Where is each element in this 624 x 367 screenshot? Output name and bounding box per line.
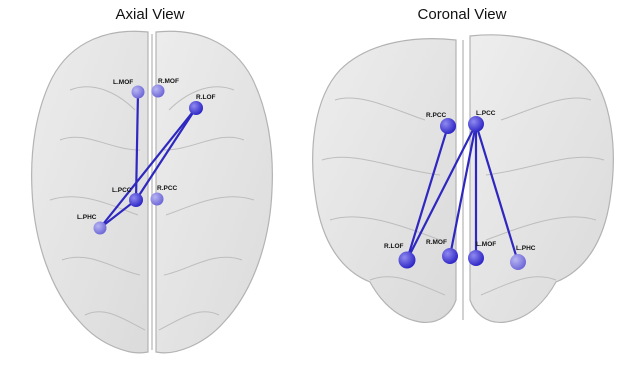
- axial-view-panel: L.MOF R.MOF R.LOF L.PCC R.PCC L.PHC Axial Vie…: [0, 0, 300, 367]
- axial-node-l-pcc: [129, 193, 143, 207]
- coronal-node-label-l-phc: L.PHC: [516, 245, 536, 252]
- coronal-node-r-mof: [442, 248, 458, 264]
- coronal-view-title: Coronal View: [300, 6, 624, 23]
- axial-node-label-l-phc: L.PHC: [77, 214, 97, 221]
- axial-view-title: Axial View: [0, 6, 300, 23]
- coronal-brain-outline: [313, 35, 614, 323]
- axial-node-r-mof: [152, 85, 165, 98]
- coronal-node-r-pcc: [440, 118, 456, 134]
- axial-node-label-r-pcc: R.PCC: [157, 185, 178, 192]
- axial-brain-outline: [32, 31, 273, 353]
- coronal-brain-diagram: R.PCC L.PCC R.LOF R.MOF L.MOF L.PHC: [300, 0, 624, 367]
- coronal-view-panel: R.PCC L.PCC R.LOF R.MOF L.MOF L.PHC Coronal V…: [300, 0, 624, 367]
- coronal-node-label-l-mof: L.MOF: [476, 241, 496, 248]
- coronal-node-label-r-pcc: R.PCC: [426, 112, 447, 119]
- axial-node-l-mof: [132, 86, 145, 99]
- axial-node-label-l-pcc: L.PCC: [112, 187, 132, 194]
- axial-node-label-r-mof: R.MOF: [158, 78, 179, 85]
- axial-node-l-phc: [94, 222, 107, 235]
- coronal-node-l-mof: [468, 250, 484, 266]
- axial-node-r-pcc: [151, 193, 164, 206]
- coronal-node-r-lof: [399, 252, 416, 269]
- coronal-node-label-r-lof: R.LOF: [384, 243, 404, 250]
- axial-brain-diagram: L.MOF R.MOF R.LOF L.PCC R.PCC L.PHC: [0, 0, 300, 367]
- coronal-node-label-l-pcc: L.PCC: [476, 110, 496, 117]
- axial-node-label-r-lof: R.LOF: [196, 94, 216, 101]
- coronal-node-l-pcc: [468, 116, 484, 132]
- coronal-node-label-r-mof: R.MOF: [426, 239, 447, 246]
- axial-node-r-lof: [189, 101, 203, 115]
- coronal-node-l-phc: [510, 254, 526, 270]
- axial-node-label-l-mof: L.MOF: [113, 79, 133, 86]
